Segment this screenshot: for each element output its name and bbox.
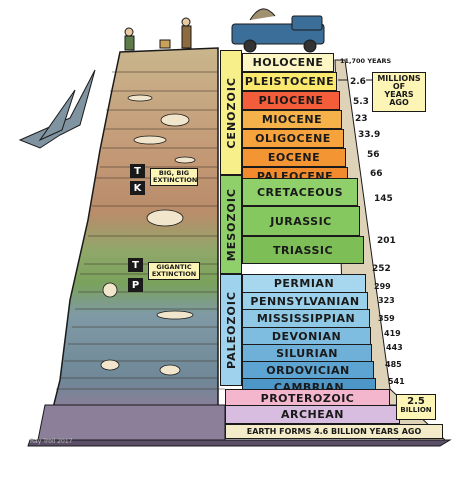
fossil-skull (160, 113, 190, 127)
truck-illustration (231, 8, 325, 53)
big-big-extinction-tag: BIG, BIG EXTINCTION (150, 168, 198, 186)
period-miocene: MIOCENE (242, 110, 342, 129)
period-eocene: EOCENE (242, 148, 346, 167)
earth-forms-label: EARTH FORMS 4.6 BILLION YEARS AGO (225, 424, 443, 439)
badge-t-top: T (130, 164, 145, 178)
period-oligocene: OLIGOCENE (242, 129, 344, 148)
age-marker: 2.6 (350, 77, 366, 87)
fossil-ammonite (102, 282, 118, 298)
tag-line: EXTINCTION (153, 175, 198, 184)
era-mesozoic-label: MESOZOIC (224, 187, 238, 262)
fossil-fish (133, 135, 167, 145)
fossil-trilobite (159, 364, 181, 376)
age-marker: 33.9 (358, 130, 381, 140)
period-permian: PERMIAN (242, 274, 366, 293)
tag-line: BIG, BIG (158, 169, 190, 177)
fossil-trilobite (100, 359, 120, 371)
age-marker: 145 (374, 194, 393, 204)
age-marker: 11,700 YEARS (340, 57, 392, 65)
period-pleistocene: PLEISTOCENE (242, 72, 337, 91)
period-cretaceous: CRETACEOUS (242, 178, 358, 206)
era-mesozoic: MESOZOIC (220, 175, 242, 274)
age-marker: 419 (384, 329, 401, 338)
age-marker: 485 (385, 360, 402, 369)
gigantic-extinction-tag: GIGANTIC EXTINCTION (148, 262, 200, 280)
era-cenozoic-label: CENOZOIC (224, 76, 238, 149)
age-marker: 323 (378, 296, 395, 305)
artist-signature: Ray Troll 2017 (30, 438, 73, 445)
period-pliocene: PLIOCENE (242, 91, 340, 110)
era-paleozoic-label: PALEOZOIC (224, 291, 238, 369)
period-jurassic: JURASSIC (242, 206, 360, 236)
age-marker: 56 (367, 150, 380, 160)
age-marker: 299 (374, 282, 391, 291)
fossil-fish (156, 310, 194, 320)
badge-t-bottom: T (128, 258, 143, 272)
fossil-bone (174, 156, 196, 164)
billion-years-callout: 2.5 BILLION (396, 394, 436, 420)
age-marker: 66 (370, 169, 383, 179)
rock-base (27, 439, 452, 447)
age-marker: 359 (378, 314, 395, 323)
pterosaur-illustration (18, 69, 96, 149)
callout-line: MILLIONS (377, 74, 421, 83)
period-silurian: SILURIAN (242, 344, 372, 363)
age-marker: 23 (355, 114, 368, 124)
badge-p: P (128, 278, 143, 292)
period-archean: ARCHEAN (225, 405, 400, 424)
period-proterozoic: PROTEROZOIC (225, 389, 390, 408)
callout-line: YEARS (384, 90, 414, 99)
strata-lines (56, 71, 225, 390)
billion-value: 2.5 (407, 396, 425, 407)
period-mississippian: MISSISSIPPIAN (242, 309, 370, 328)
period-holocene: HOLOCENE (242, 53, 334, 72)
paleontologists-illustration (124, 17, 192, 51)
millions-of-years-ago-callout: MILLIONS OF YEARS AGO (372, 72, 426, 112)
billion-unit: BILLION (400, 406, 432, 414)
callout-line: OF (392, 82, 406, 91)
age-marker: 201 (377, 236, 396, 246)
age-marker: 443 (386, 343, 403, 352)
fossils (100, 94, 196, 376)
tag-line: GIGANTIC (156, 263, 192, 271)
badge-k: K (130, 181, 145, 195)
rock-body (44, 47, 219, 441)
rock-base-purple (37, 404, 226, 441)
fossil-bone (127, 94, 153, 102)
period-triassic: TRIASSIC (242, 236, 364, 264)
tag-line: EXTINCTION (151, 269, 197, 278)
callout-line: AGO (389, 98, 409, 107)
age-marker: 252 (372, 264, 391, 274)
fossil-dinosaur-skull (146, 209, 184, 227)
era-paleozoic: PALEOZOIC (220, 274, 242, 386)
age-marker: 5.3 (353, 97, 369, 107)
era-cenozoic: CENOZOIC (220, 50, 242, 175)
age-marker: 541 (388, 377, 405, 386)
